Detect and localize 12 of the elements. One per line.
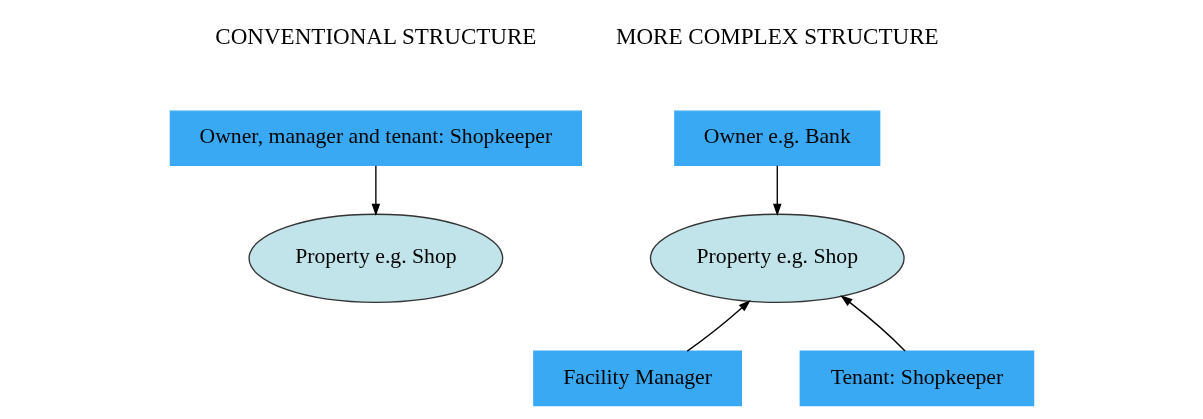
- arrow: [839, 295, 906, 352]
- node-box: Facility Manager: [532, 350, 742, 407]
- label: CONVENTIONAL STRUCTURE: [214, 22, 536, 49]
- node-ellipse: Property e.g. Shop: [649, 213, 905, 304]
- label: MORE COMPLEX STRUCTURE: [615, 22, 939, 49]
- node-box: Tenant: Shopkeeper: [799, 350, 1034, 407]
- arrow: [772, 165, 782, 216]
- arrow: [686, 300, 751, 352]
- node-box: Owner, manager and tenant: Shopkeeper: [169, 110, 582, 167]
- arrow: [371, 165, 380, 216]
- node-box: Owner e.g. Bank: [673, 110, 880, 167]
- node-ellipse: Property e.g. Shop: [247, 213, 503, 304]
